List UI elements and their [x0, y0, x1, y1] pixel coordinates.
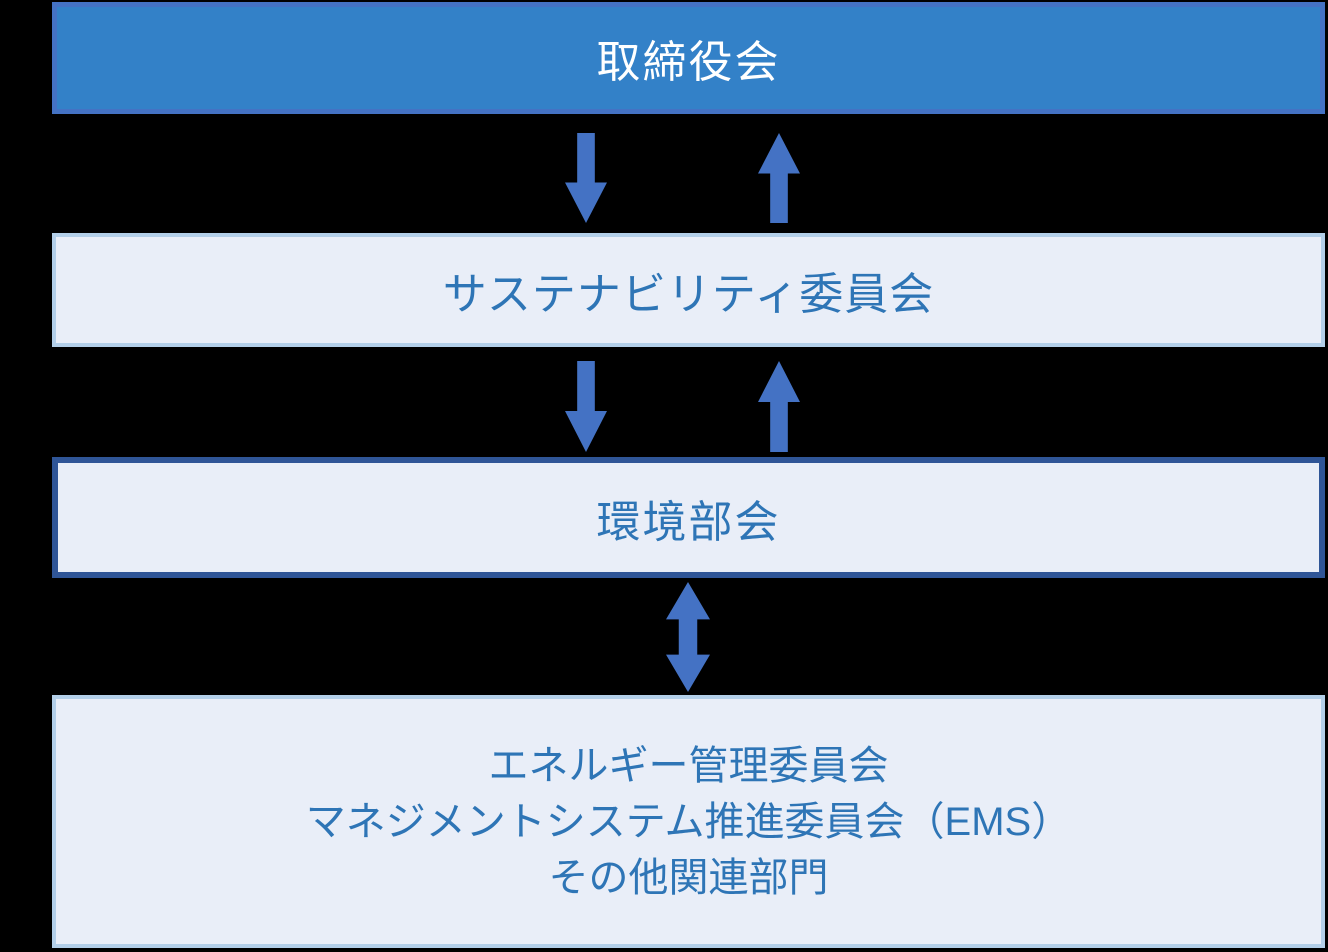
arrow-up-icon: [758, 133, 800, 223]
arrow-down-icon: [565, 361, 607, 452]
environment-subcommittee-label: 環境部会: [596, 497, 781, 547]
arrow-down-icon: [565, 133, 607, 223]
environment-subcommittee-box: 環境部会: [52, 457, 1325, 578]
related-bodies-box: エネルギー管理委員会 マネジメントシステム推進委員会（EMS） その他関連部門: [52, 695, 1325, 948]
management-system-promotion-committee-label: マネジメントシステム推進委員会（EMS）: [305, 799, 1072, 844]
arrow-up-icon: [758, 361, 800, 452]
sustainability-committee-box: サステナビリティ委員会: [52, 233, 1325, 347]
sustainability-committee-label: サステナビリティ委員会: [442, 270, 935, 319]
board-of-directors-box: 取締役会: [52, 2, 1325, 114]
energy-management-committee-label: エネルギー管理委員会: [488, 743, 889, 788]
board-of-directors-label: 取締役会: [596, 38, 781, 87]
other-related-departments-label: その他関連部門: [548, 855, 829, 900]
double-headed-arrow-icon: [666, 582, 710, 692]
